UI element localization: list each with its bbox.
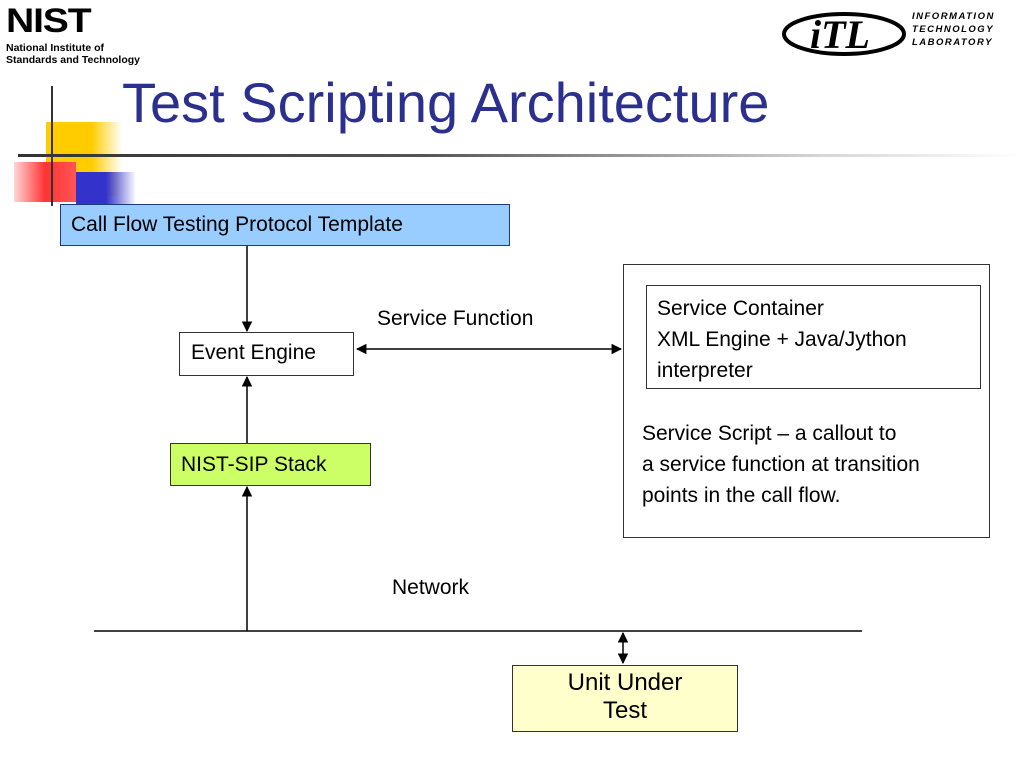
unit-under-test-box: Unit Under Test — [512, 665, 738, 732]
nist-logo-line1: National Institute of — [6, 42, 104, 54]
call-flow-template-box: Call Flow Testing Protocol Template — [60, 204, 510, 246]
itl-line-2: TECHNOLOGY — [912, 24, 995, 35]
itl-logo-emblem: iTL — [782, 12, 906, 57]
network-label: Network — [392, 576, 470, 599]
nist-sip-stack-box: NIST-SIP Stack — [170, 443, 371, 486]
uut-line2: Test — [602, 697, 647, 724]
itl-logo: iTL INFORMATION TECHNOLOGY LABORATORY — [780, 8, 1020, 58]
nist-logo-mark: NIST — [6, 2, 92, 40]
service-container-line2: XML Engine + Java/Jython — [657, 328, 907, 351]
deco-horizontal-rule — [18, 154, 1024, 157]
service-script-line2: a service function at transition — [642, 453, 920, 476]
page-title: Test Scripting Architecture — [122, 71, 770, 134]
service-script-line3: points in the call flow. — [642, 484, 841, 507]
service-container-line1: Service Container — [657, 297, 824, 320]
deco-blue-square — [76, 172, 136, 206]
service-script-text: Service Script – a callout to a service … — [642, 418, 920, 511]
event-engine-box: Event Engine — [179, 332, 354, 376]
itl-line-1: INFORMATION — [912, 11, 995, 22]
nist-logo-line2: Standards and Technology — [6, 54, 140, 66]
service-script-line1: Service Script – a callout to — [642, 422, 897, 445]
nist-logo: NIST National Institute of Standards and… — [6, 2, 166, 66]
svg-text:iTL: iTL — [810, 12, 870, 57]
deco-red-square — [14, 162, 76, 202]
service-container-box: Service Container XML Engine + Java/Jyth… — [646, 285, 981, 389]
service-container-line3: interpreter — [657, 359, 753, 382]
deco-vertical-line — [51, 86, 53, 206]
itl-logo-text: INFORMATION TECHNOLOGY LABORATORY — [912, 10, 995, 49]
service-function-label: Service Function — [377, 307, 534, 330]
itl-line-3: LABORATORY — [912, 37, 993, 48]
uut-line1: Unit Under — [567, 669, 683, 696]
